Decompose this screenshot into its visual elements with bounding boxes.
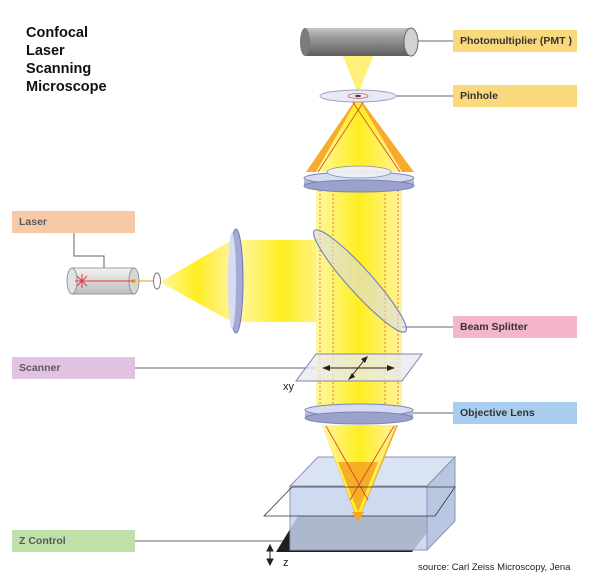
title-line-2: Laser <box>26 43 65 59</box>
photomultiplier-label: Photomultiplier (PMT ) <box>453 30 577 52</box>
beam-splitter-plate <box>313 229 407 333</box>
diagram-title: Confocal Laser Scanning Microscope <box>26 24 107 96</box>
objective-lens <box>304 403 414 425</box>
z-control-label: Z Control <box>12 530 135 552</box>
title-line-3: Scanning <box>26 61 92 77</box>
pinhole-disc <box>319 89 397 103</box>
xy-axis-label: xy <box>283 381 294 393</box>
laser-beam-cone <box>160 240 232 322</box>
laser-beam-parallel <box>240 240 325 322</box>
focal-plane <box>263 486 456 522</box>
laser-source <box>66 267 161 295</box>
title-line-4: Microscope <box>26 79 107 95</box>
main-beam-upper-cone <box>316 98 402 172</box>
pinhole-label: Pinhole <box>453 85 577 107</box>
tube-lens <box>303 165 415 193</box>
z-axis-label: z <box>283 557 289 569</box>
source-credit: source: Carl Zeiss Microscopy, Jena <box>418 562 571 573</box>
pmt-cone <box>342 54 374 94</box>
objective-lens-label: Objective Lens <box>453 402 577 424</box>
title-line-1: Confocal <box>26 25 89 41</box>
photomultiplier-body <box>300 27 419 57</box>
beam-splitter-label: Beam Splitter <box>453 316 577 338</box>
laser-label: Laser <box>12 211 135 233</box>
collimator-lens <box>228 228 244 334</box>
scanner-label: Scanner <box>12 357 135 379</box>
z-axis-arrow <box>266 543 274 567</box>
scanner-plane <box>295 353 423 382</box>
